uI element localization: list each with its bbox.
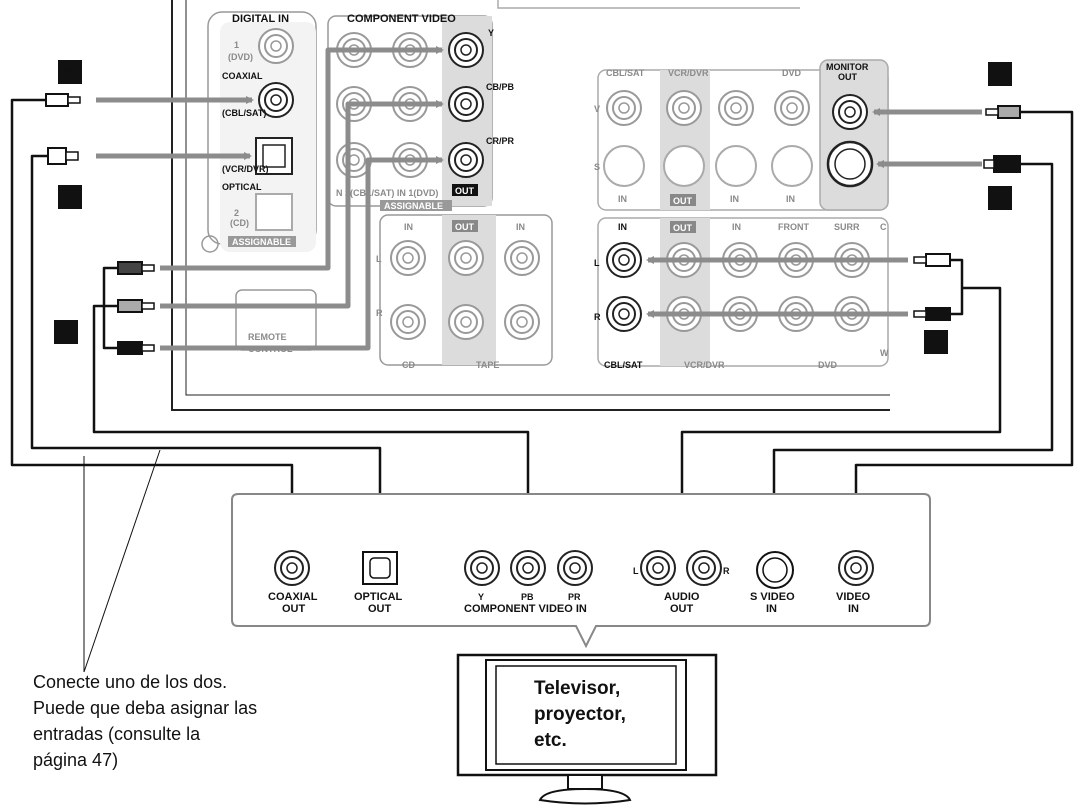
tv-line-3: etc. [534,730,567,751]
assignable-label-2: ASSIGNABLE [384,201,443,211]
source-device-panel [231,493,931,649]
digital-in-label: DIGITAL IN [232,13,289,25]
input1-sub-label: (DVD) [228,52,253,62]
jack-y-label: Y [488,28,494,38]
signal-arrows [96,46,982,351]
marker-a [924,330,948,354]
assignable-label-1: ASSIGNABLE [232,237,291,247]
surr-label: SURR [834,222,860,232]
video-out-label: OUT [673,196,693,206]
v-label: V [594,104,600,114]
audio-out-src-label: AUDIO [664,591,700,603]
marker-C [988,62,1012,86]
marker-b [58,60,82,84]
audio-in-label: IN [618,222,627,232]
optical-out-label: OPTICAL [354,591,403,603]
input2-cd-label: (CD) [230,218,249,228]
video-in-label-1: IN [618,194,627,204]
marker-A [54,320,78,344]
marker-a-text: a [930,333,941,353]
source-device-labels: COAXIAL OUT OPTICAL OUT Y PB PR COMPONEN… [268,566,871,615]
tape-in-label: IN [516,222,525,232]
cables [10,98,1074,525]
video-dvd-label: DVD [782,68,802,78]
pr-label: PR [568,592,581,602]
remote-label: REMOTE [248,332,287,342]
tv: Televisor, proyector, etc. [456,653,718,805]
front-label: FRONT [778,222,809,232]
marker-C-text: C [993,65,1006,85]
receiver-jacks [255,28,874,340]
coaxial-out-label: COAXIAL [268,591,318,603]
input2-label: 2 [234,208,239,218]
audio-vcr-dvr-label: VCR/DVR [684,360,725,370]
svideo-in-label-2: IN [766,603,777,615]
component-video-label: COMPONENT VIDEO [347,13,456,25]
cd-r-label: R [376,308,383,318]
receiver-labels: DIGITAL IN 1 (DVD) COAXIAL (CBL/SAT) (VC… [222,13,889,370]
audio-cbl-sat-label: CBL/SAT [604,360,643,370]
monitor-out-label: OUT [838,72,858,82]
audio-r-src-label: R [723,566,730,576]
video-in-label-2: IN [730,194,739,204]
s-label: S [594,162,600,172]
svideo-in-label: S VIDEO [750,591,795,603]
audio-l-src-label: L [633,566,639,576]
tape-label: TAPE [476,360,499,370]
note-line-2: Puede que deba asignar las [33,698,257,718]
marker-c [58,185,82,209]
note: Conecte uno de los dos. Puede que deba a… [33,449,257,770]
cd-in-label: IN [404,222,413,232]
marker-B [988,186,1012,210]
audio-r-label: R [594,312,601,322]
note-line-1: Conecte uno de los dos. [33,672,227,692]
video-in-src-label: VIDEO [836,591,871,603]
tv-line-2: proyector, [534,704,626,725]
video-in-src-label-2: IN [848,603,859,615]
input2-opt-label: (VCR/DVR) [222,164,269,174]
marker-B-text: B [993,189,1006,209]
optical-out-label-2: OUT [368,603,392,615]
input1-label: 1 [234,40,239,50]
component-out-label: OUT [455,186,475,196]
input2-sub-label: (CBL/SAT) [222,108,266,118]
marker-A-text: A [59,323,72,343]
jack-cr-label: CR/PR [486,136,515,146]
markers: b c A a C B [54,60,1012,354]
y-label: Y [478,592,484,602]
video-cbl-sat-label: CBL/SAT [606,68,645,78]
tv-line-1: Televisor, [534,678,620,699]
cd-l-label: L [376,254,382,264]
audio-in-label-2: IN [732,222,741,232]
tape-out-label: OUT [455,222,475,232]
marker-c-text: c [65,188,75,208]
note-line-4: página 47) [33,750,118,770]
video-vcr-dvr-label: VCR/DVR [668,68,709,78]
optical-label: OPTICAL [222,182,262,192]
audio-l-label: L [594,258,600,268]
video-in-label-3: IN [786,194,795,204]
w-label: W [880,348,889,358]
audio-dvd-label: DVD [818,360,838,370]
component-video-in-label: COMPONENT VIDEO IN [464,603,587,615]
monitor-label: MONITOR [826,62,869,72]
component-in-label: N 2(CBL/SAT) IN 1(DVD) [336,188,438,198]
audio-out-src-label-2: OUT [670,603,694,615]
coaxial-out-label-2: OUT [282,603,306,615]
marker-b-text: b [64,63,75,83]
c-label: C [880,222,887,232]
pb-label: PB [521,592,534,602]
cd-label: CD [402,360,415,370]
jack-cb-label: CB/PB [486,82,515,92]
note-line-3: entradas (consulte la [33,724,201,744]
coaxial-label: COAXIAL [222,71,263,81]
audio-out-label: OUT [673,223,693,233]
